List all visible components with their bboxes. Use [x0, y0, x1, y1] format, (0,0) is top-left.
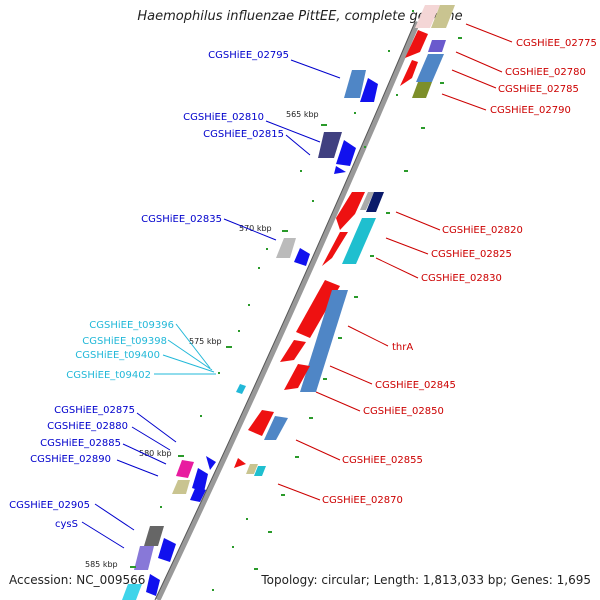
gene-arrow-02775 — [405, 30, 428, 58]
gene-label[interactable]: cysS — [55, 519, 78, 530]
gene-label[interactable]: CGSHiEE_02835 — [141, 214, 222, 225]
gene-block-02815 — [318, 132, 342, 158]
gene-label[interactable]: CGSHiEE_02790 — [490, 105, 571, 116]
gene-block-02790 — [412, 82, 432, 98]
gene-arrow-02855 — [248, 410, 274, 436]
gene-label[interactable]: CGSHiEE_t09398 — [82, 336, 167, 347]
scale-label-580: 580 kbp — [139, 449, 172, 458]
accession-text: Accession: NC_009566 — [9, 573, 146, 587]
gene-arrow-02850 — [284, 364, 310, 390]
genome-backbone-shadow — [154, 21, 416, 600]
gene-label[interactable]: thrA — [392, 342, 413, 353]
scale-label-575: 575 kbp — [189, 337, 222, 346]
connectors-left — [81, 59, 341, 549]
labels-forward: CGSHiEE_02795 CGSHiEE_02810 CGSHiEE_0281… — [9, 50, 289, 530]
gene-arrow-bottom — [146, 574, 160, 596]
gene-block-02820a — [360, 192, 374, 210]
gene-block-02885 — [176, 460, 194, 478]
gene-block-02820b — [366, 192, 384, 212]
gene-arrow-thrA — [296, 280, 340, 338]
gene-block-02855 — [264, 416, 288, 440]
gene-label[interactable]: CGSHiEE_02875 — [54, 405, 135, 416]
gene-arrow-02845 — [280, 340, 306, 362]
gene-label[interactable]: CGSHiEE_02780 — [505, 67, 586, 78]
gene-arrow-02785 — [400, 60, 418, 86]
gene-label[interactable]: CGSHiEE_02850 — [363, 406, 444, 417]
gene-label[interactable]: CGSHiEE_02890 — [30, 454, 111, 465]
gene-block-02905 — [144, 526, 164, 546]
gene-block-02780 — [428, 40, 446, 52]
gene-block-02775a — [415, 5, 440, 28]
gene-label[interactable]: CGSHiEE_02885 — [40, 438, 121, 449]
scale-label-565: 565 kbp — [286, 110, 319, 119]
gene-block-02890 — [172, 480, 190, 494]
gene-arrow-02870 — [234, 458, 246, 468]
reverse-strand-genes — [234, 5, 455, 476]
gene-label[interactable]: CGSHiEE_02795 — [208, 50, 289, 61]
gene-block-02835a — [276, 238, 296, 258]
forward-strand-genes — [122, 70, 378, 600]
gene-label[interactable]: CGSHiEE_02845 — [375, 380, 456, 391]
topology-text: Topology: circular; Length: 1,813,033 bp… — [261, 573, 591, 587]
gene-block-02775b — [431, 5, 455, 28]
scale-label-570: 570 kbp — [239, 224, 272, 233]
gene-label[interactable]: CGSHiEE_02870 — [322, 495, 403, 506]
gene-arrow-02820 — [336, 192, 365, 230]
gene-label[interactable]: CGSHiEE_02825 — [431, 249, 512, 260]
gene-block-bottom — [122, 584, 142, 600]
gene-arrow-02795 — [360, 78, 378, 102]
connectors-trna — [154, 323, 216, 375]
gene-label[interactable]: CGSHiEE_02785 — [498, 84, 579, 95]
gene-arrow-02890b — [190, 486, 206, 502]
gene-label[interactable]: CGSHiEE_02880 — [47, 421, 128, 432]
gene-label[interactable]: CGSHiEE_02820 — [442, 225, 523, 236]
gene-block-02795a — [344, 70, 366, 98]
gene-arrow-02815b — [334, 166, 346, 174]
gene-label[interactable]: CGSHiEE_02830 — [421, 273, 502, 284]
gene-block-cysS — [134, 546, 154, 570]
genome-backbone — [155, 21, 421, 600]
gene-label[interactable]: CGSHiEE_02815 — [203, 129, 284, 140]
gene-arrow-cysS — [158, 538, 176, 562]
tick-marks — [130, 10, 462, 591]
map-title: Haemophilus influenzae PittEE, complete … — [137, 9, 463, 24]
gene-label[interactable]: CGSHiEE_t09396 — [89, 320, 174, 331]
trna-t09402 — [236, 384, 246, 394]
connectors-right — [277, 23, 513, 501]
labels-reverse: CGSHiEE_02775 CGSHiEE_02780 CGSHiEE_0278… — [322, 38, 597, 506]
gene-label[interactable]: CGSHiEE_t09400 — [75, 350, 160, 361]
gene-arrow-02880 — [206, 456, 216, 470]
gene-block-02870b — [254, 466, 266, 476]
gene-arrow-02825 — [322, 232, 348, 266]
gene-label[interactable]: CGSHiEE_02905 — [9, 500, 90, 511]
gene-block-thrA — [300, 290, 348, 392]
gene-label[interactable]: CGSHiEE_02810 — [183, 112, 264, 123]
labels-trna: CGSHiEE_t09396 CGSHiEE_t09398 CGSHiEE_t0… — [66, 320, 174, 381]
gene-block-02870a — [246, 464, 258, 474]
gene-label[interactable]: CGSHiEE_t09402 — [66, 370, 151, 381]
gene-label[interactable]: CGSHiEE_02775 — [516, 38, 597, 49]
gene-label[interactable]: CGSHiEE_02855 — [342, 455, 423, 466]
gene-arrow-02835 — [294, 248, 310, 266]
scale-label-585: 585 kbp — [85, 560, 118, 569]
gene-block-02825 — [342, 218, 376, 264]
gene-arrow-02815 — [336, 140, 356, 166]
gene-block-02785 — [416, 54, 444, 82]
